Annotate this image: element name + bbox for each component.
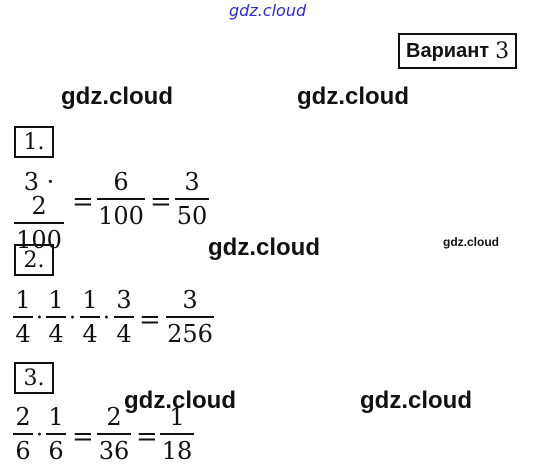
fraction: 1 4 [80, 288, 100, 346]
watermark-text: gdz.cloud [360, 387, 472, 414]
watermark-text: gdz.cloud [61, 83, 173, 110]
task-number-box: 3. [14, 362, 54, 394]
denominator: 36 [98, 437, 130, 465]
fraction: 3 4 [114, 288, 134, 346]
variant-badge: Вариант 3 [398, 33, 518, 69]
denominator: 50 [176, 202, 208, 230]
denominator: 256 [167, 320, 213, 348]
fraction-bar [13, 316, 33, 318]
numerator: 6 [113, 168, 129, 196]
denominator: 100 [98, 202, 144, 230]
numerator: 3 [116, 286, 132, 314]
equals-sign: = [139, 305, 161, 335]
multiply-dot: · [69, 306, 76, 331]
fraction: 1 6 [46, 405, 66, 463]
equals-sign: = [72, 422, 94, 452]
equals-sign: = [136, 422, 158, 452]
fraction: 6 100 [97, 170, 145, 228]
numerator: 2 [106, 403, 122, 431]
numerator: 2 [15, 403, 31, 431]
watermark-text: gdz.cloud [297, 83, 409, 110]
numerator: 1 [169, 403, 185, 431]
denominator: 100 [16, 226, 62, 254]
fraction-bar [175, 198, 209, 200]
fraction-bar [97, 198, 145, 200]
multiply-dot: · [36, 423, 43, 448]
fraction-bar [14, 222, 64, 224]
fraction: 2 36 [97, 405, 131, 463]
watermark-text: gdz.cloud [124, 387, 236, 414]
fraction-bar [46, 316, 66, 318]
equals-sign: = [150, 187, 172, 217]
fraction: 2 6 [13, 405, 33, 463]
numerator: 1 [48, 403, 64, 431]
fraction-bar [80, 316, 100, 318]
watermark-text: gdz.cloud [443, 235, 499, 249]
variant-number: 3 [495, 38, 510, 64]
denominator: 6 [15, 437, 31, 465]
numerator: 1 [82, 286, 98, 314]
denominator: 6 [48, 437, 64, 465]
variant-label: Вариант [406, 39, 490, 62]
fraction: 1 4 [13, 288, 33, 346]
fraction: 3 50 [175, 170, 209, 228]
numerator: 1 [15, 286, 31, 314]
denominator: 4 [48, 320, 64, 348]
task-number-box: 2. [14, 244, 54, 276]
denominator: 18 [161, 437, 193, 465]
multiply-dot: · [36, 306, 43, 331]
denominator: 4 [15, 320, 31, 348]
watermark-top: gdz.cloud [229, 1, 307, 20]
fraction: 1 4 [46, 288, 66, 346]
fraction-bar [46, 433, 66, 435]
fraction-bar [160, 433, 194, 435]
fraction: 3 · 2 100 [14, 170, 64, 252]
multiply-dot: · [103, 306, 110, 331]
fraction-bar [166, 316, 214, 318]
fraction: 1 18 [160, 405, 194, 463]
fraction-bar [97, 433, 131, 435]
fraction-bar [13, 433, 33, 435]
denominator: 4 [116, 320, 132, 348]
numerator: 3 · 2 [23, 168, 55, 220]
denominator: 4 [82, 320, 98, 348]
numerator: 1 [48, 286, 64, 314]
equals-sign: = [72, 187, 94, 217]
fraction-bar [114, 316, 134, 318]
fraction: 3 256 [166, 288, 214, 346]
task-number-box: 1. [14, 126, 54, 158]
watermark-text: gdz.cloud [208, 234, 320, 261]
numerator: 3 [182, 286, 198, 314]
numerator: 3 [184, 168, 200, 196]
